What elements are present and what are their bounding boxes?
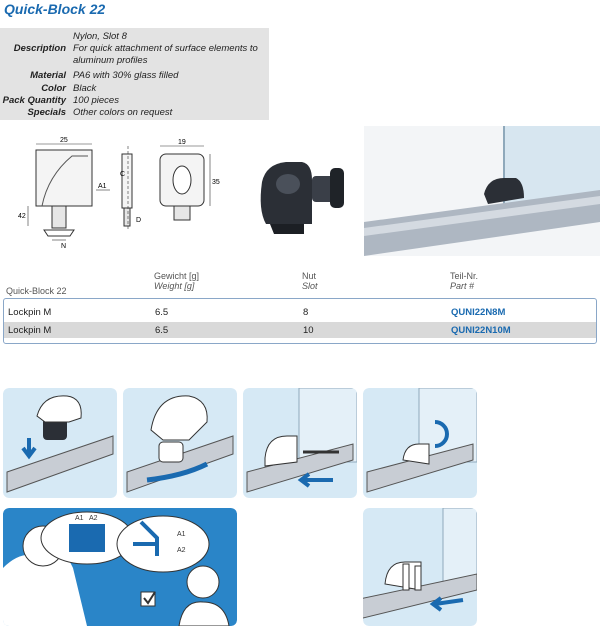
cell-part-number: QUNI22N10M: [451, 325, 511, 336]
cell-slot: 10: [303, 325, 314, 336]
arrow-label-a1: A1: [177, 531, 186, 538]
step-5-illustration: [363, 508, 477, 626]
column-header-weight: Gewicht [g] Weight [g]: [154, 271, 200, 291]
product-photo: [260, 162, 344, 234]
dim-label: 35: [212, 179, 220, 186]
column-header-slot: Nut Slot: [302, 271, 318, 291]
dim-label: A1: [98, 183, 107, 190]
step-1-illustration: [3, 388, 117, 498]
spec-value: Black: [73, 83, 97, 94]
spec-key: Specials: [27, 107, 66, 118]
spec-value: 100 pieces: [73, 95, 119, 106]
parts-table: Lockpin M 6.5 8 QUNI22N8M Lockpin M 6.5 …: [3, 298, 597, 344]
table-product-label: Quick-Block 22: [6, 286, 67, 296]
spec-key: Pack Quantity: [2, 95, 66, 106]
balloon-label-a1: A1: [75, 515, 84, 522]
step-2-illustration: [123, 388, 237, 498]
spec-box: Nylon, Slot 8 Description For quick atta…: [0, 28, 269, 120]
balloon-label-a2: A2: [89, 515, 98, 522]
cell-name: Lockpin M: [8, 325, 52, 336]
phone-support-illustration: A1 A2 A1 A2: [3, 508, 237, 626]
spec-value: Nylon, Slot 8: [73, 31, 127, 42]
dim-label: 19: [178, 139, 186, 146]
arrow-label-a2: A2: [177, 547, 186, 554]
column-header-part: Teil-Nr. Part #: [450, 271, 479, 291]
cell-weight: 6.5: [155, 325, 169, 336]
dim-label: N: [61, 243, 66, 250]
spec-value: Other colors on request: [73, 107, 173, 118]
spec-key: Material: [30, 70, 66, 81]
table-row: Lockpin M 6.5 8 QUNI22N8M: [4, 304, 596, 320]
cell-part-number: QUNI22N8M: [451, 307, 506, 318]
cell-name: Lockpin M: [8, 307, 52, 318]
dim-label: 25: [60, 137, 68, 144]
step-3-illustration: [243, 388, 357, 498]
spec-value: For quick attachment of surface elements…: [73, 43, 258, 66]
step-4-illustration: [363, 388, 477, 498]
dim-label: D: [136, 217, 141, 224]
cell-slot: 8: [303, 307, 309, 318]
spec-value: PA6 with 30% glass filled: [73, 70, 179, 81]
cell-weight: 6.5: [155, 307, 169, 318]
application-photo: [364, 126, 600, 256]
spec-key: Description: [13, 43, 66, 54]
spec-key: Color: [41, 83, 66, 94]
dim-label: 42: [18, 213, 26, 220]
page-title: Quick-Block 22: [4, 1, 106, 17]
table-row: Lockpin M 6.5 10 QUNI22N10M: [4, 322, 596, 338]
dim-label: C: [120, 171, 125, 178]
technical-drawing: 25 A1 C D N 42 19 35: [18, 137, 220, 250]
